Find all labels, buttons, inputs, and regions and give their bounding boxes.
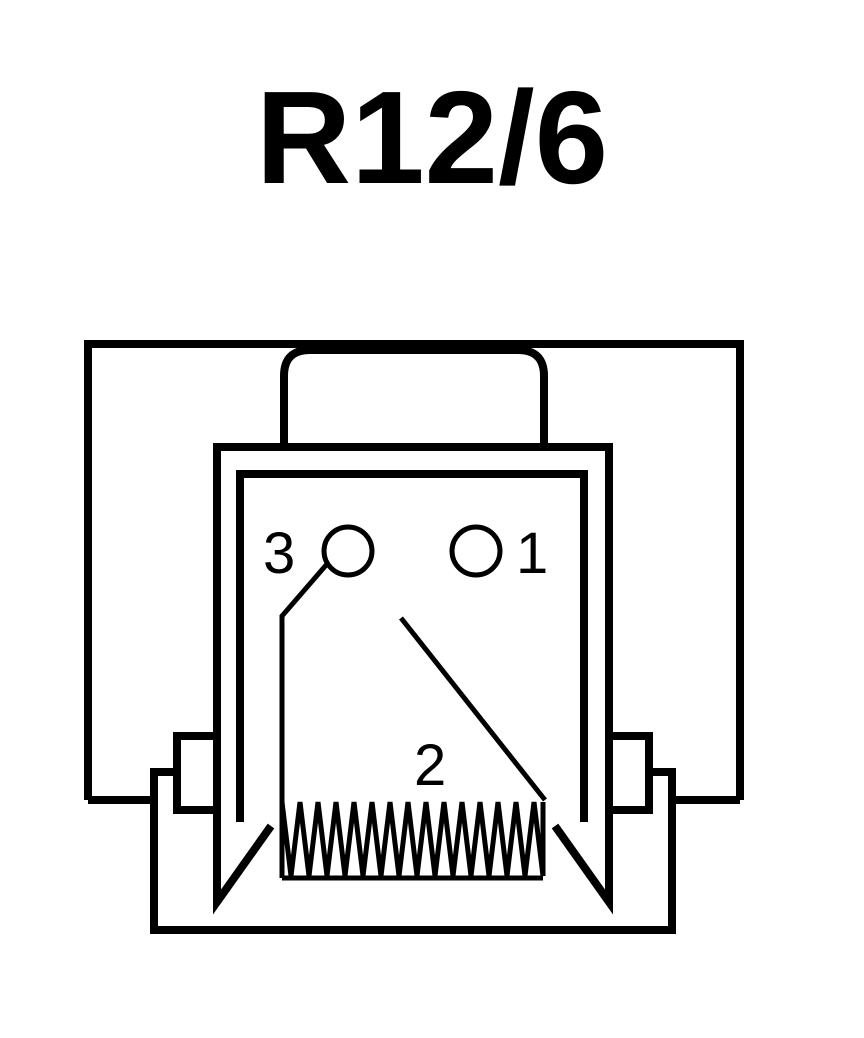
housing-outer-wall	[213, 443, 613, 915]
left-latch	[173, 732, 221, 814]
terminal-3-wire	[279, 562, 329, 878]
housing-inner-wall	[236, 470, 588, 822]
outer-frame	[84, 340, 744, 800]
terminal-3-contact	[321, 524, 375, 578]
top-tab	[280, 346, 548, 447]
wiper-line	[399, 616, 547, 802]
diagram-title: R12/6	[256, 64, 608, 211]
terminal-3-label: 3	[263, 521, 295, 586]
resistor-zigzag	[279, 801, 546, 878]
terminal-2-label: 2	[414, 733, 446, 798]
terminal-1-label: 1	[516, 521, 548, 586]
terminal-1-contact	[449, 524, 503, 578]
base-bracket	[150, 768, 676, 934]
right-latch	[605, 732, 653, 814]
